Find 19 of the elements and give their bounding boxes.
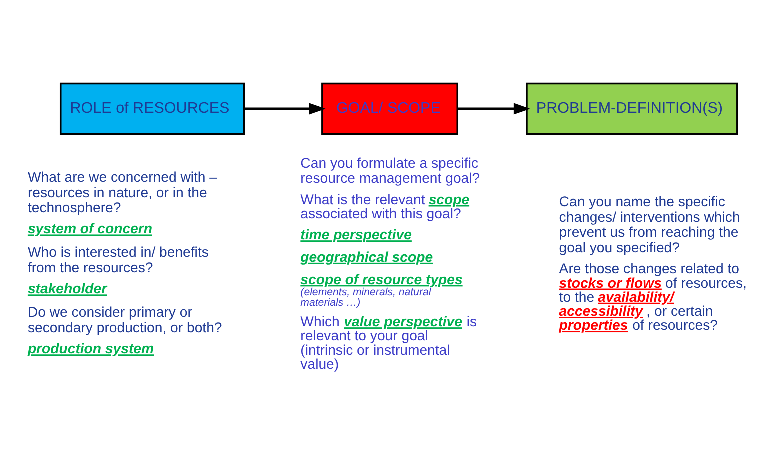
node-label: What are we concerned with – resources in nature, or in the technosphere? [28,168,218,216]
node-label: scope of resource types (elements, minerals, natural materials …) [300,271,463,310]
node-label: production system [28,340,154,357]
node-label: Do we consider primary or secondary production, or both? [28,304,222,336]
node-label: geographical scope [300,248,434,265]
node-label: Can you name the specific changes/ interventions which prevent us from reaching the goal you specified? [559,194,740,256]
node-label: stakeholder [28,280,108,297]
node-label: Can you formulate a specific resource management goal? [300,154,480,186]
node-box: PROBLEM-DEFINITION(S) [526,82,738,136]
node-label: time perspective [300,226,412,243]
arrow [244,103,326,115]
arrow [458,103,530,115]
node-box: ROLE of RESOURCES [60,82,246,136]
node-label: What is the relevant scope associated with this goal? [300,191,470,222]
node-label: Which value perspective is relevant to your goal (intrinsic or instrumental value) [300,314,478,372]
node-label: system of concern [28,220,152,237]
node-box: GOAL/ SCOPE [322,82,458,136]
node-label: Are those changes related to stocks or flows of resources, to the availability/ accessibility, or certain properties of resources? [559,260,747,334]
node-label: Who is interested in/ benefits from the resources? [28,244,209,276]
